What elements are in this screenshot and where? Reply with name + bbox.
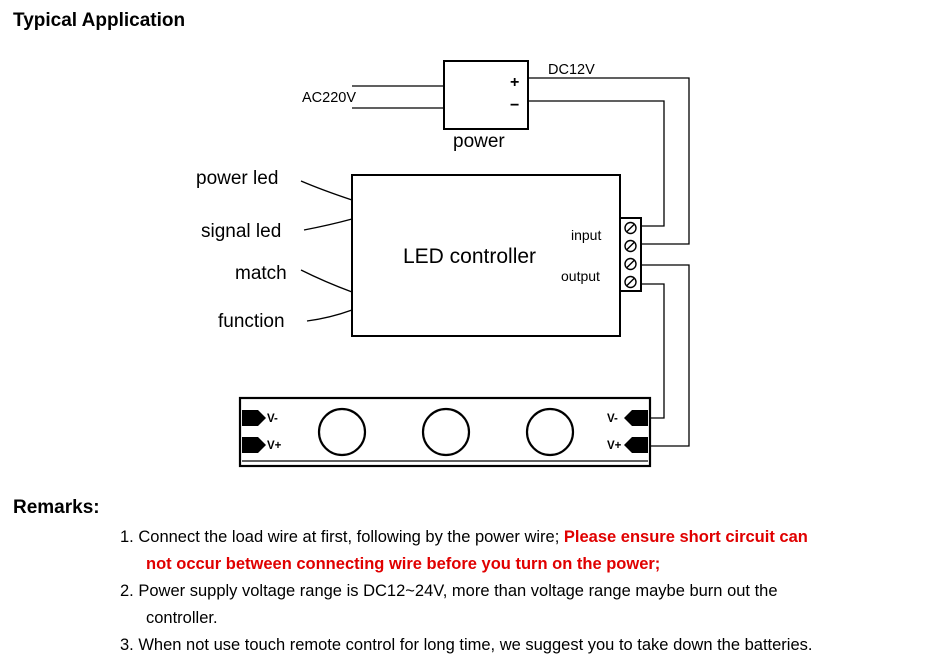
label-function: function [218, 311, 285, 332]
remarks-heading: Remarks: [13, 497, 100, 518]
output-wires [641, 264, 690, 447]
power-label: power [453, 131, 505, 152]
dc-wires [528, 77, 690, 245]
led-lamps [317, 407, 575, 457]
remark-warning-continued: not occur between connecting wire before… [146, 555, 661, 573]
remark-item-1: 1. Connect the load wire at first, follo… [120, 524, 905, 578]
wiring-diagram: AC220V + − power DC12V LED controller in… [196, 60, 690, 468]
power-supply-box [443, 60, 529, 130]
controller-box [351, 174, 621, 337]
dc-label: DC12V [548, 62, 595, 78]
right-vminus-label: V- [607, 413, 618, 425]
ac-wires [352, 85, 444, 109]
terminal-block [619, 217, 642, 292]
left-vminus-label: V- [267, 413, 278, 425]
terminal-screws [624, 221, 637, 289]
remark-number: 3. [120, 636, 139, 654]
remark-item-3: 3. When not use touch remote control for… [120, 632, 905, 659]
remark-text: When not use touch remote control for lo… [138, 636, 813, 654]
remark-warning: Please ensure short circuit can [563, 528, 808, 546]
controller-label: LED controller [403, 245, 536, 268]
remark-text-continued: controller. [146, 609, 218, 627]
remark-number: 1. [120, 528, 139, 546]
remark-text: Power supply voltage range is DC12~24V, … [138, 582, 778, 600]
right-vplus-label: V+ [607, 440, 622, 452]
remark-text: Connect the load wire at first, followin… [138, 528, 564, 546]
strip-connectors [242, 410, 648, 453]
input-label: input [571, 227, 601, 243]
remarks-list: 1. Connect the load wire at first, follo… [120, 524, 905, 659]
label-power-led: power led [196, 168, 278, 189]
label-signal-led: signal led [201, 221, 281, 242]
ac-label: AC220V [302, 90, 356, 106]
label-match: match [235, 263, 287, 284]
page-title: Typical Application [13, 10, 186, 31]
output-label: output [561, 268, 600, 284]
remark-item-2: 2. Power supply voltage range is DC12~24… [120, 578, 905, 632]
plus-sign: + [510, 74, 519, 91]
remark-number: 2. [120, 582, 139, 600]
left-vplus-label: V+ [267, 440, 282, 452]
leader-lines [300, 180, 353, 322]
minus-sign: − [510, 97, 519, 114]
